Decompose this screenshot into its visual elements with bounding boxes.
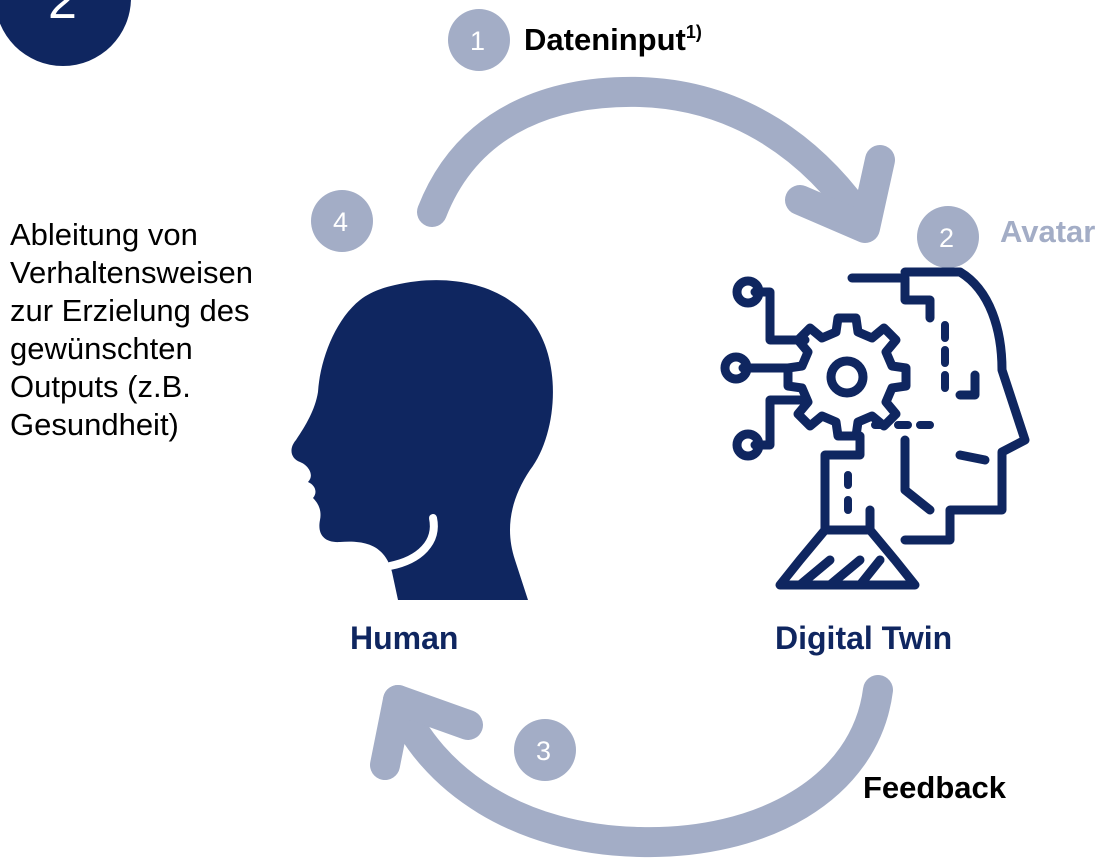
step-4-line-6: Gesundheit) <box>10 407 179 442</box>
step-number-1-text: 1 <box>470 26 485 56</box>
step-number-3: 3 <box>514 719 576 781</box>
step-number-2: 2 <box>917 206 979 268</box>
top-arrow <box>417 76 895 243</box>
step-number-1: 1 <box>448 9 510 71</box>
human-head-icon <box>291 280 553 600</box>
step-1-footnote: 1) <box>685 22 702 42</box>
bottom-arrow <box>370 675 893 858</box>
step-number-4: 4 <box>311 190 373 252</box>
step-4-line-3: zur Erzielung des <box>10 293 250 328</box>
step-4-line-4: gewünschten <box>10 331 193 366</box>
step-number-3-text: 3 <box>536 736 551 766</box>
step-badge-number: 2 <box>48 0 77 30</box>
step-number-2-text: 2 <box>939 223 954 253</box>
step-4-description: Ableitung von Verhaltensweisen zur Erzie… <box>10 216 310 444</box>
step-1-label: Dateninput1) <box>524 22 702 58</box>
step-4-line-5: Outputs (z.B. <box>10 369 191 404</box>
step-4-line-2: Verhaltensweisen <box>10 255 253 290</box>
node-digital-twin-label: Digital Twin <box>775 620 953 656</box>
human-neck-line <box>386 514 438 570</box>
step-1-label-text: Dateninput <box>524 22 686 57</box>
step-badge: 2 <box>0 0 131 66</box>
step-4-line-1: Ableitung von <box>10 217 198 252</box>
step-number-4-text: 4 <box>333 207 348 237</box>
robot-head-gear-icon <box>720 267 1030 590</box>
step-2-label: Avatar <box>1000 214 1096 249</box>
step-3-label: Feedback <box>863 770 1007 805</box>
node-human-label: Human <box>350 620 459 656</box>
